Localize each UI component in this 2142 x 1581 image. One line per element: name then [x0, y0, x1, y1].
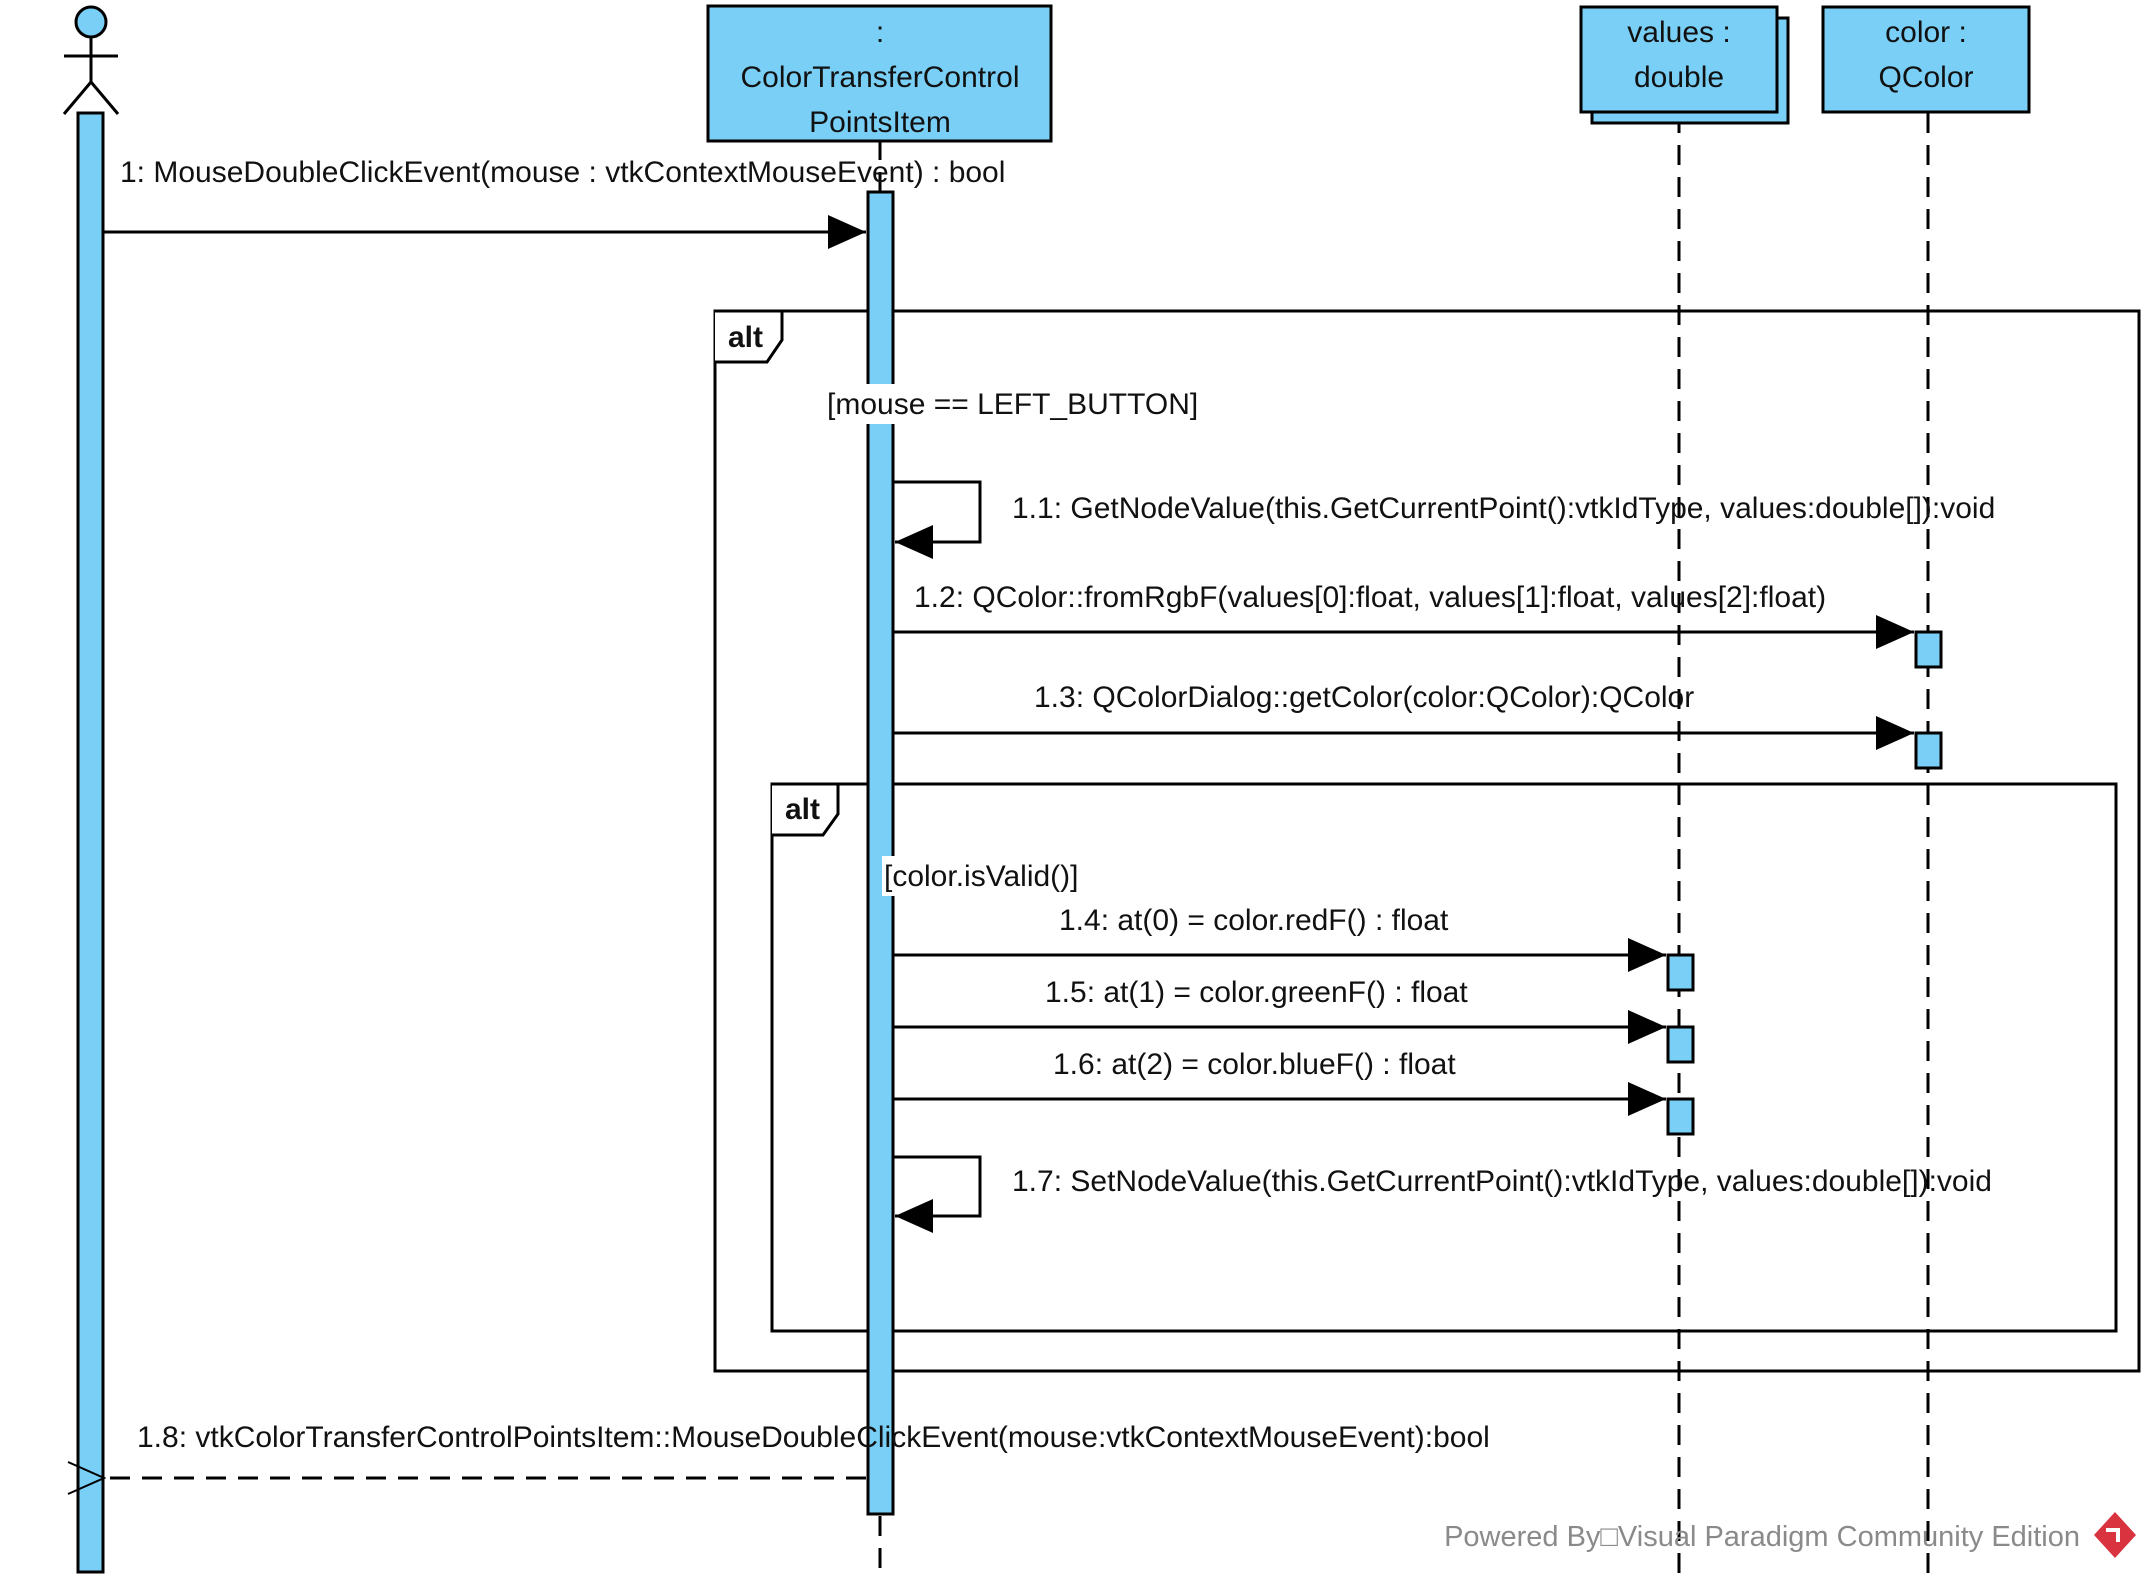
values-head-line2: double: [1634, 61, 1724, 94]
inner-alt-guard: [color.isValid()]: [884, 860, 1079, 893]
message-1-1-label: 1.1: GetNodeValue(this.GetCurrentPoint()…: [1012, 492, 1995, 525]
message-1-4-label: 1.4: at(0) = color.redF() : float: [1059, 904, 1449, 937]
message-1-8-label: 1.8: vtkColorTransferControlPointsItem::…: [137, 1421, 1490, 1454]
message-1-1-arrow: [893, 480, 982, 559]
watermark-text: Powered By□Visual Paradigm Community Edi…: [1444, 1521, 2080, 1553]
outer-alt-operator: alt: [728, 321, 763, 354]
color-head-line2: QColor: [1878, 61, 1973, 94]
message-1-5-label: 1.5: at(1) = color.greenF() : float: [1045, 976, 1468, 1009]
inner-alt-fragment: alt: [770, 782, 2118, 1333]
message-1-7-arrow: [893, 1155, 982, 1233]
values-lifeline-head: values : double: [1579, 5, 1790, 125]
inner-alt-operator: alt: [785, 793, 820, 826]
outer-alt-fragment: alt: [713, 309, 2141, 1373]
message-1-7-label: 1.7: SetNodeValue(this.GetCurrentPoint()…: [1012, 1165, 1992, 1198]
message-1-3-label: 1.3: QColorDialog::getColor(color:QColor…: [1034, 681, 1694, 714]
values-activation-1-6: [1666, 1097, 1695, 1136]
actor-activation-bar: [76, 111, 105, 1574]
control-lifeline-head: : ColorTransferControl PointsItem: [706, 4, 1053, 143]
control-head-line1: :: [876, 16, 884, 49]
color-lifeline-head: color : QColor: [1821, 5, 2031, 114]
message-1-2-label: 1.2: QColor::fromRgbF(values[0]:float, v…: [914, 581, 1826, 614]
message-1-6-label: 1.6: at(2) = color.blueF() : float: [1053, 1048, 1456, 1081]
control-head-line2: ColorTransferControl: [741, 61, 1020, 94]
values-activation-1-5: [1666, 1025, 1695, 1064]
message-1-label: 1: MouseDoubleClickEvent(mouse : vtkCont…: [120, 156, 1005, 189]
control-head-line3: PointsItem: [809, 106, 951, 139]
color-head-line1: color :: [1885, 16, 1967, 49]
actor-icon: [62, 5, 120, 115]
color-activation-1-3: [1914, 731, 1943, 770]
values-head-line1: values :: [1627, 16, 1730, 49]
outer-alt-guard: [mouse == LEFT_BUTTON]: [827, 388, 1198, 421]
values-activation-1-4: [1666, 953, 1695, 992]
visual-paradigm-logo-icon: [2094, 1512, 2136, 1558]
color-activation-1-2: [1914, 630, 1943, 669]
